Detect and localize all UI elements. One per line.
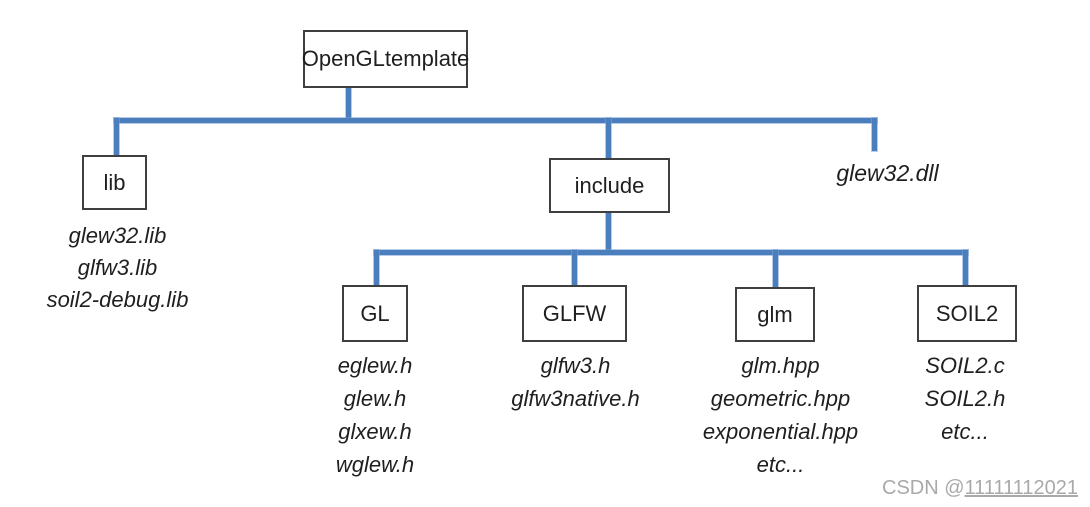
file-label: wglew.h — [335, 452, 415, 477]
connector-level1-bar — [114, 118, 877, 123]
node-include: include — [549, 158, 670, 213]
file-label: glm.hpp — [741, 353, 820, 378]
node-gl: GL — [342, 285, 408, 342]
connector-level2-bar — [374, 250, 968, 255]
node-lib: lib — [82, 155, 147, 210]
file-label: glfw3.h — [540, 353, 611, 378]
file-list-lib: glew32.lib glfw3.lib soil2-debug.lib — [15, 220, 220, 316]
file-label: eglew.h — [337, 353, 413, 378]
file-label: SOIL2.c — [925, 353, 1005, 378]
file-label: geometric.hpp — [710, 386, 851, 411]
csdn-watermark: CSDN @11111112021 — [882, 477, 1078, 500]
connector-lib-drop — [114, 118, 119, 156]
connector-dll-drop — [872, 118, 877, 151]
file-list-glfw: glfw3.h glfw3native.h — [478, 349, 673, 415]
file-label: exponential.hpp — [702, 419, 859, 444]
file-label: glfw3.lib — [77, 255, 158, 280]
connector-root-drop — [346, 88, 351, 120]
watermark-prefix: CSDN @ — [882, 477, 965, 499]
file-label: glxew.h — [338, 419, 412, 444]
file-label: glew32.lib — [68, 223, 167, 248]
watermark-id: 11111112021 — [964, 477, 1078, 499]
connector-include-down — [606, 212, 611, 252]
file-label: SOIL2.h — [924, 386, 1006, 411]
file-list-gl: eglew.h glew.h glxew.h wglew.h — [295, 349, 455, 481]
file-list-glm: glm.hpp geometric.hpp exponential.hpp etc..… — [683, 349, 878, 481]
connector-glm-drop — [773, 250, 778, 288]
node-soil2: SOIL2 — [917, 285, 1017, 342]
file-label: etc... — [756, 452, 805, 477]
connector-glfw-drop — [572, 250, 577, 286]
node-glm: glm — [735, 287, 815, 342]
file-glew32-dll: glew32.dll — [836, 160, 939, 186]
file-label: glfw3native.h — [511, 386, 640, 411]
node-glfw: GLFW — [522, 285, 627, 342]
file-label: glew.h — [343, 386, 407, 411]
connector-soil2-drop — [963, 250, 968, 286]
file-label: soil2-debug.lib — [46, 287, 189, 312]
connector-gl-drop — [374, 250, 379, 286]
file-label: etc... — [941, 419, 989, 444]
node-opengltemplate: OpenGLtemplate — [302, 30, 469, 88]
connector-include-drop — [606, 118, 611, 159]
